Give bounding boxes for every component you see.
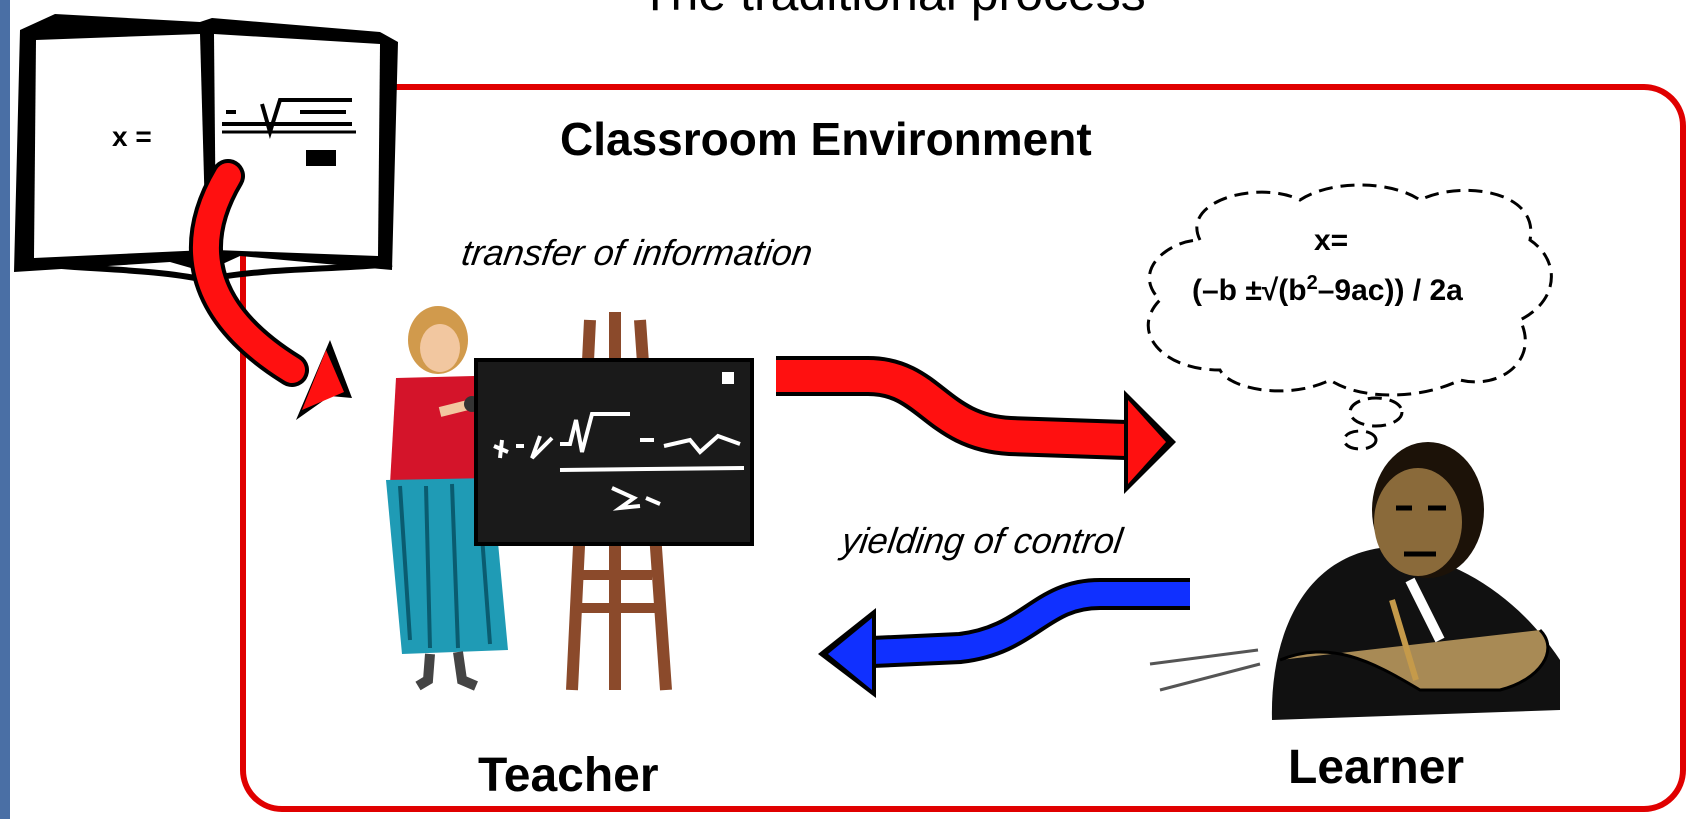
teacher-label: Teacher: [478, 749, 659, 802]
thought-bubble: [1146, 183, 1553, 451]
learner-label: Learner: [1288, 741, 1465, 794]
classroom-frame: [240, 84, 1686, 812]
classroom-environment-label: Classroom Environment: [560, 113, 1092, 165]
book-formula: x =: [112, 121, 152, 152]
thought-formula-line1: x=: [1314, 224, 1349, 257]
book-to-teacher-arrow: [188, 159, 352, 420]
yielding-arrow: [818, 578, 1190, 698]
slide-title: The traditional process: [640, 0, 1146, 22]
book-icon: x =: [14, 14, 398, 284]
transfer-arrow: [776, 356, 1176, 494]
learner-figure: [1149, 442, 1560, 720]
thought-formula-line2: (–b ±√(b2–9ac)) / 2a: [1192, 272, 1463, 307]
chalkboard: [474, 358, 754, 546]
slide-edge-bar: [0, 0, 10, 819]
